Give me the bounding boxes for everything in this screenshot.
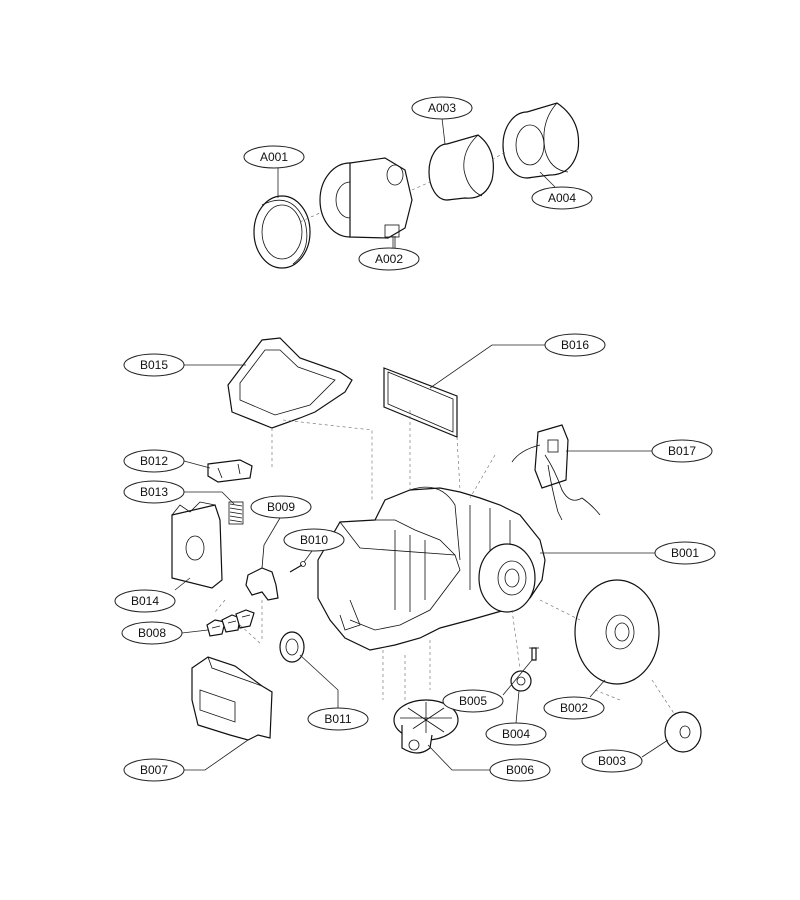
label-a002: A002	[375, 252, 403, 266]
assembly-guides-b	[214, 410, 676, 716]
part-b012-clip	[207, 459, 253, 483]
label-b009: B009	[267, 500, 295, 514]
part-b013-spring	[228, 501, 244, 525]
callout-a002: A002	[358, 236, 420, 271]
callout-b002: B002	[543, 679, 606, 720]
label-b015: B015	[140, 358, 168, 372]
part-b009-bracket	[245, 544, 279, 601]
label-b014: B014	[131, 594, 159, 608]
label-a001: A001	[260, 150, 288, 164]
callout-b016: B016	[429, 333, 606, 389]
callout-b001: B001	[540, 541, 716, 565]
callout-b012: B012	[123, 449, 211, 473]
callout-b010: B010	[283, 528, 345, 563]
label-b016: B016	[561, 338, 589, 352]
callout-b015: B015	[123, 353, 246, 377]
callout-a004: A004	[531, 171, 593, 210]
label-b004: B004	[502, 727, 530, 741]
part-b010-pin	[289, 561, 306, 573]
part-a002-motor	[319, 157, 413, 250]
part-b005-screw	[529, 647, 539, 661]
part-a001-ring	[253, 195, 311, 269]
callout-b008: B008	[121, 621, 209, 645]
callout-b005: B005	[442, 659, 533, 713]
label-b012: B012	[140, 454, 168, 468]
callout-b013: B013	[123, 480, 235, 505]
part-b001-body	[317, 486, 546, 651]
callout-b014: B014	[114, 577, 191, 613]
callout-b017: B017	[566, 439, 713, 463]
part-b004-roller	[510, 670, 532, 692]
part-b016-filter	[383, 367, 458, 438]
label-b003: B003	[598, 754, 626, 768]
callout-b009: B009	[250, 495, 312, 546]
callout-b011: B011	[299, 654, 369, 731]
callout-b006: B006	[427, 744, 551, 782]
part-a003-band	[428, 134, 494, 201]
part-b014-bag-holder	[171, 501, 223, 589]
part-b015-lid	[227, 337, 353, 429]
label-b005: B005	[459, 694, 487, 708]
part-b007-front-cover	[191, 656, 273, 741]
label-b017: B017	[668, 444, 696, 458]
label-b007: B007	[140, 763, 168, 777]
part-b011-small-wheel	[279, 631, 305, 663]
label-a003: A003	[428, 101, 456, 115]
label-b001: B001	[671, 546, 699, 560]
label-a004: A004	[548, 191, 576, 205]
label-b002: B002	[560, 701, 588, 715]
callout-a003: A003	[411, 96, 473, 145]
label-b010: B010	[300, 533, 328, 547]
part-b006-caster	[393, 699, 459, 754]
part-b002-wheel	[574, 579, 660, 685]
part-b008-buttons	[206, 609, 255, 637]
label-b013: B013	[140, 485, 168, 499]
callout-b004: B004	[485, 690, 547, 746]
part-b017-cord-board	[511, 424, 601, 521]
label-b008: B008	[138, 626, 166, 640]
assembly-axis-a	[299, 151, 506, 223]
part-b003-cap	[664, 711, 702, 753]
label-b006: B006	[506, 763, 534, 777]
callout-b007: B007	[123, 739, 249, 782]
label-b011: B011	[324, 712, 351, 726]
part-a004-cylinder	[502, 102, 580, 179]
callout-b003: B003	[581, 739, 669, 773]
callout-a001: A001	[243, 145, 305, 198]
